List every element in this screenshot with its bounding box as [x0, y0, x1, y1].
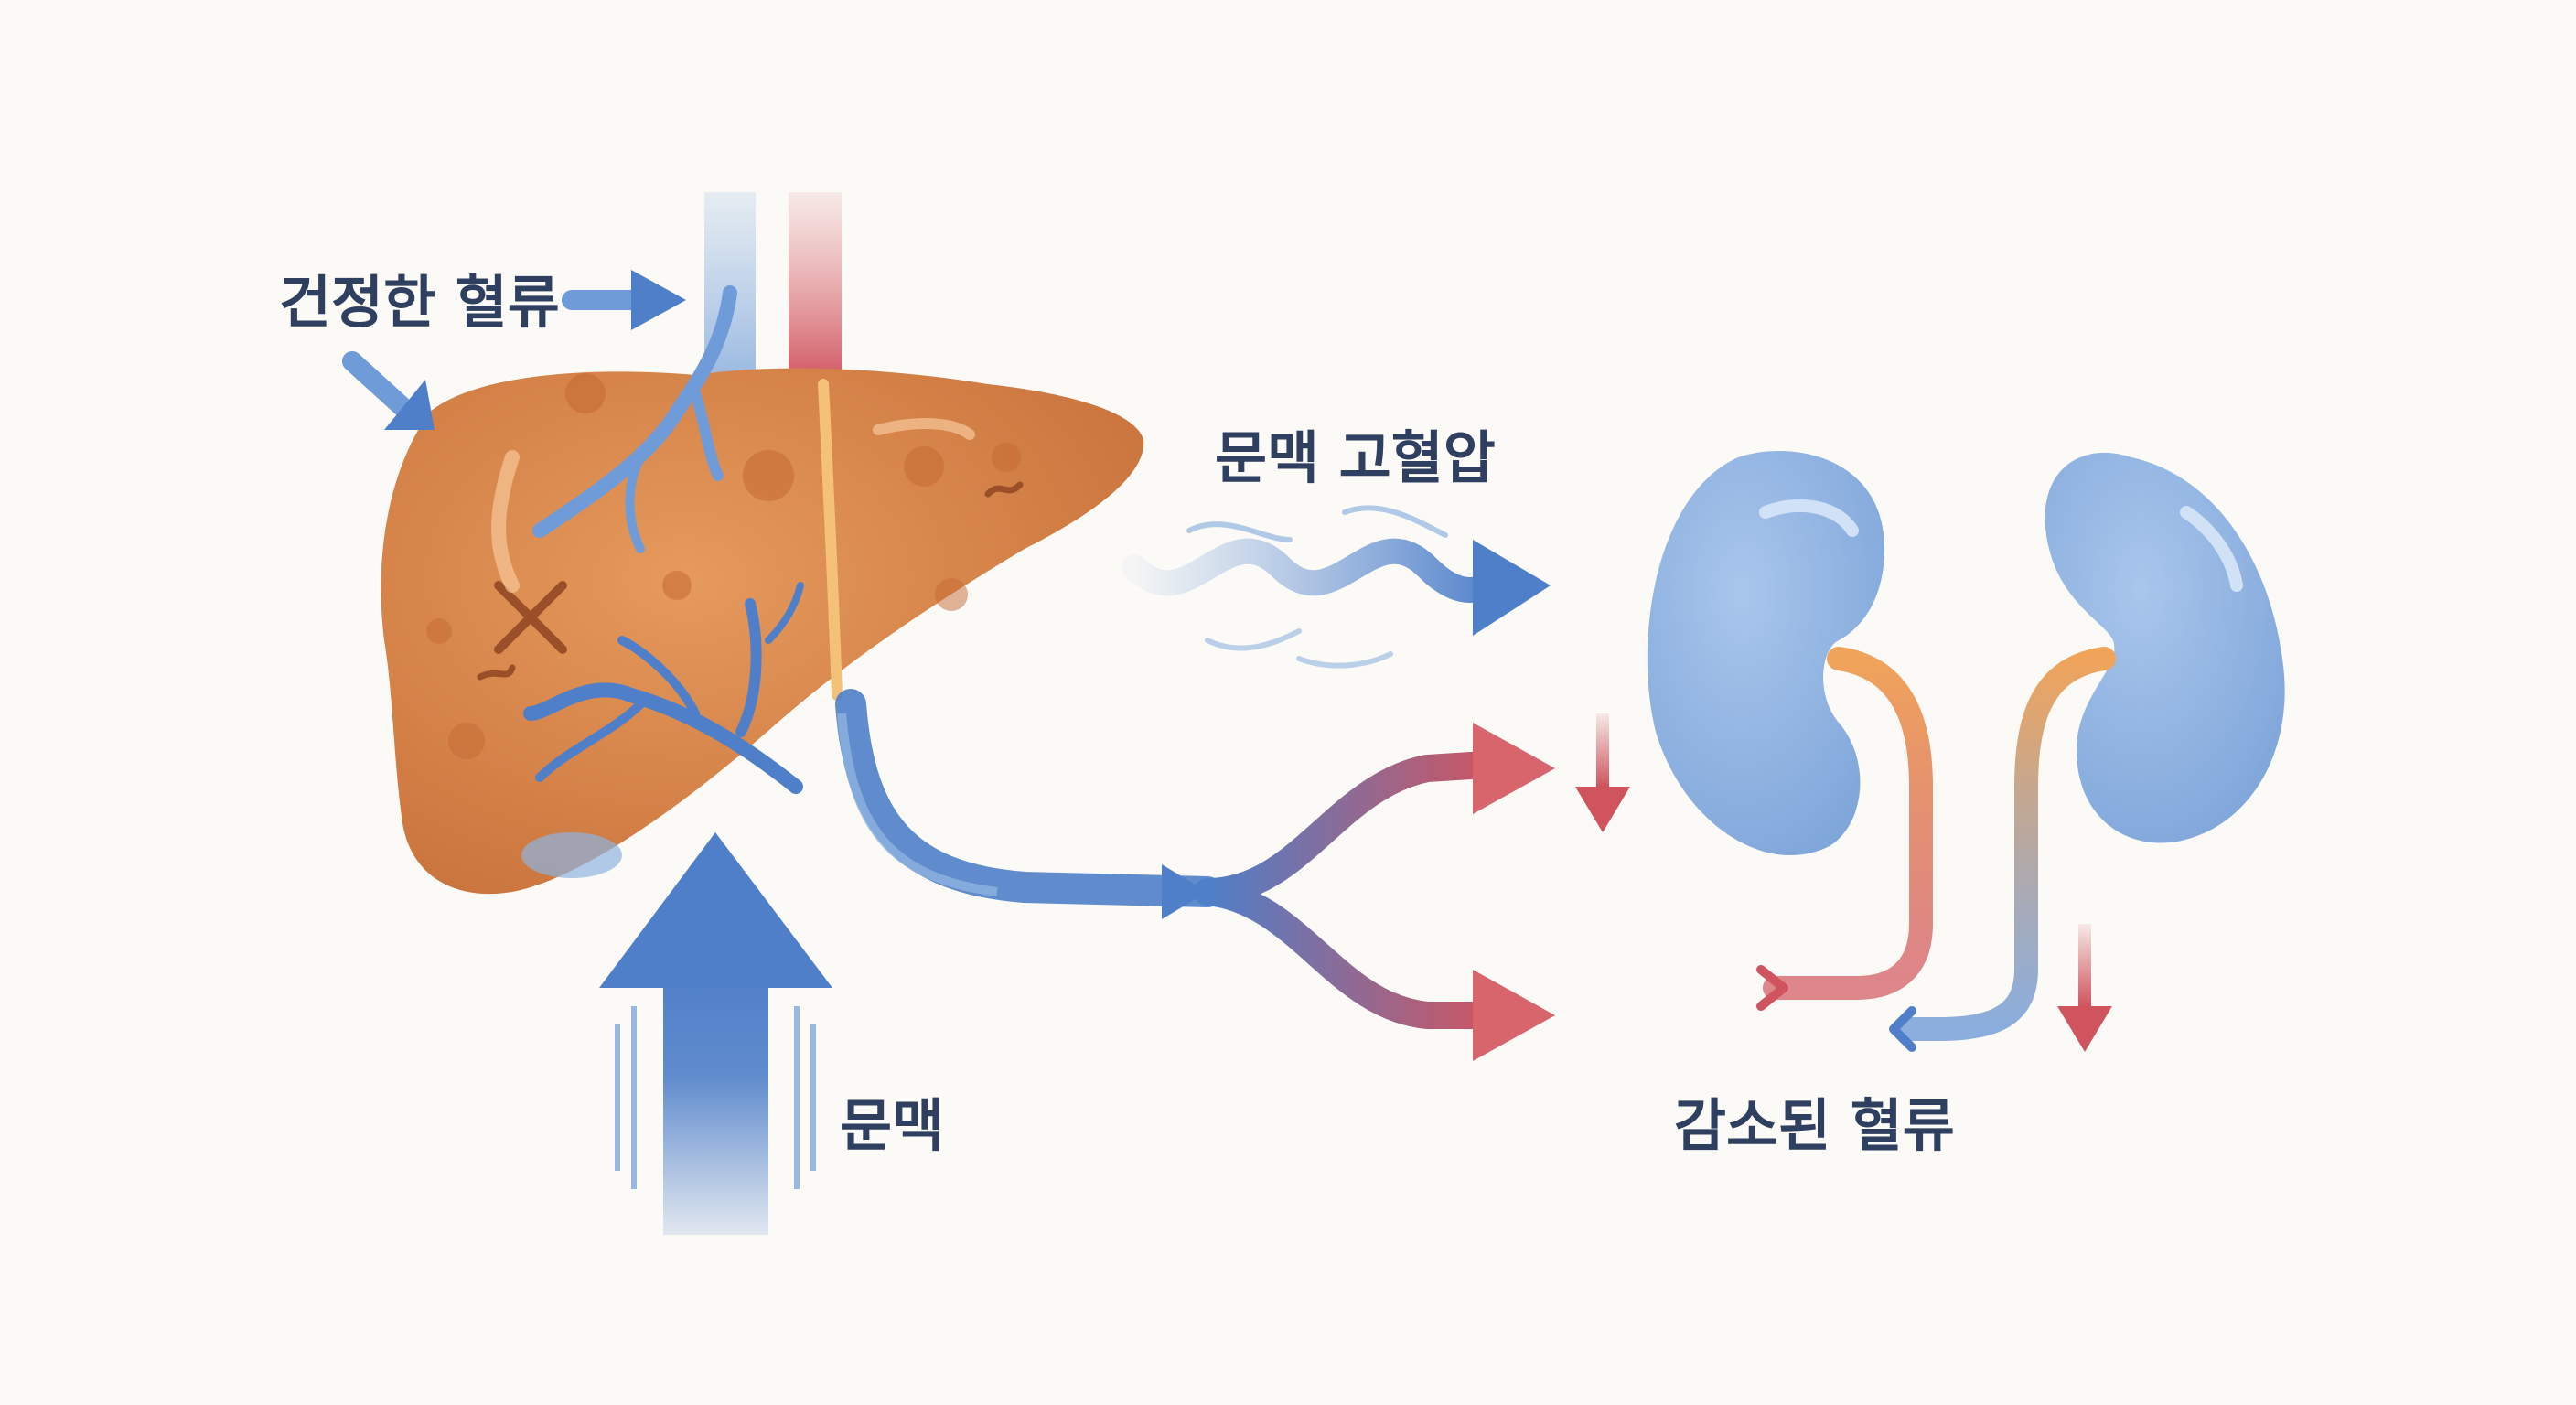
kidney-right	[2045, 453, 2285, 843]
portal-hypertension-label: 문맥 고혈압	[1215, 430, 1496, 487]
portal-vein-arrow	[599, 832, 832, 1235]
portal-vein-label: 문맥	[840, 1098, 944, 1154]
outflow-vessel	[842, 704, 1555, 1061]
reduced-flow-label: 감소된 혈류	[1674, 1098, 1955, 1154]
top-artery-vessel	[789, 192, 842, 384]
liver-organ	[381, 293, 1144, 894]
healthy-flow-label: 건정한 혈류	[279, 274, 560, 331]
wavy-pressure-arrow	[1134, 508, 1551, 665]
